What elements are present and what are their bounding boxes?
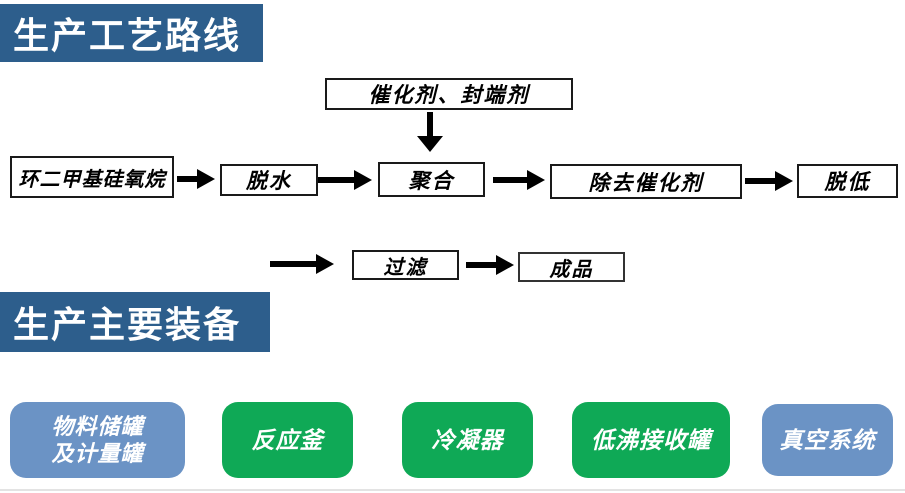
arrow-right-icon	[177, 168, 215, 190]
arrow-down-icon	[417, 112, 443, 152]
flow-box-remove-catalyst: 除去催化剂	[550, 164, 742, 199]
flow-box-dehydration: 脱水	[220, 164, 318, 196]
flow-box-filtration: 过滤	[352, 250, 459, 280]
flow-box-catalyst: 催化剂、封端剂	[325, 78, 573, 110]
flow-box-polymerization: 聚合	[378, 162, 485, 197]
equipment-pill-storage-tanks: 物料储罐 及计量罐	[10, 402, 185, 478]
equipment-pill-vacuum-system: 真空系统	[762, 404, 893, 476]
section-title-main-equipment: 生产主要装备	[0, 292, 270, 352]
arrow-right-icon	[745, 170, 793, 192]
section-title-process-route: 生产工艺路线	[0, 4, 263, 62]
flow-box-devolatilization: 脱低	[797, 164, 898, 198]
flow-box-finished-product: 成品	[518, 252, 625, 282]
arrow-right-icon	[493, 169, 545, 191]
arrow-right-icon	[270, 253, 334, 275]
equipment-pill-reactor: 反应釜	[222, 402, 353, 478]
arrow-right-icon	[466, 254, 514, 276]
flow-box-raw-material: 环二甲基硅氧烷	[10, 156, 174, 198]
equipment-pill-receiver-tank: 低沸接收罐	[572, 402, 730, 478]
bottom-divider	[0, 489, 905, 491]
equipment-pill-condenser: 冷凝器	[402, 402, 533, 478]
arrow-right-icon	[318, 169, 372, 191]
